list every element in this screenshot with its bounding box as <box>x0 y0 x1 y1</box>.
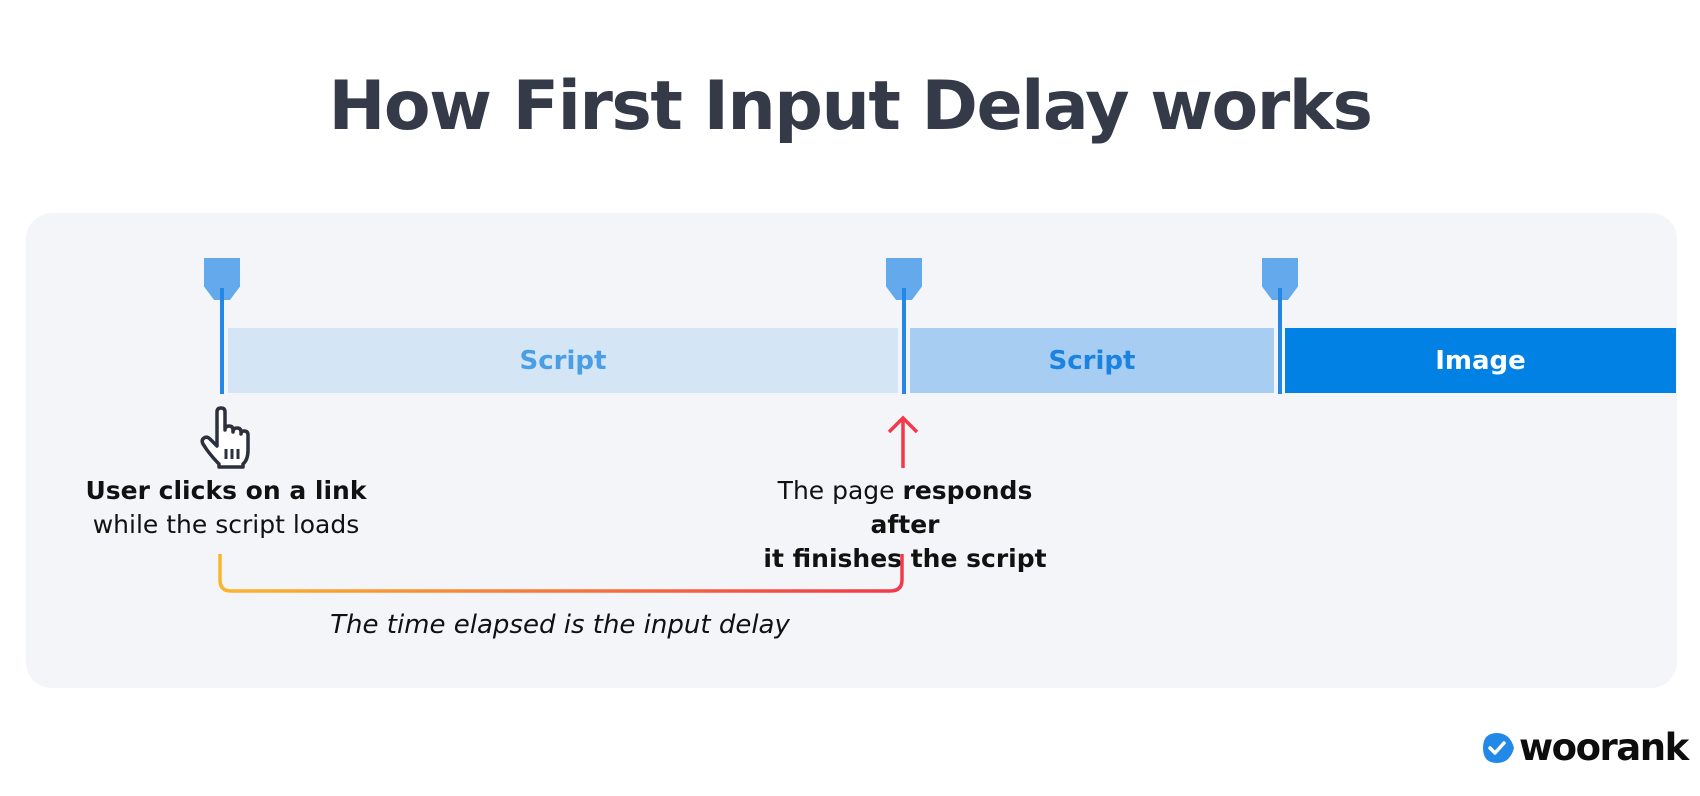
click-caption: User clicks on a link while the script l… <box>76 474 376 542</box>
marker-line <box>1278 288 1282 394</box>
script-bar-next: Script <box>910 328 1274 393</box>
response-caption-line2: it finishes the script <box>763 544 1047 573</box>
response-caption-prefix: The page <box>777 476 903 505</box>
bar-label: Script <box>519 345 607 376</box>
diagram-panel <box>26 213 1677 688</box>
bar-label: Script <box>1048 345 1136 376</box>
input-delay-bracket <box>218 554 904 593</box>
checkmark-badge-icon <box>1483 733 1514 763</box>
marker-line <box>902 288 906 394</box>
bar-label: Image <box>1435 345 1526 376</box>
arrow-up-icon <box>887 415 919 468</box>
woorank-logo: woorank <box>1480 726 1689 769</box>
timeline-marker-image <box>1262 258 1298 394</box>
click-caption-line2: while the script loads <box>92 510 360 539</box>
pointer-hand-icon <box>200 406 250 469</box>
click-caption-line1: User clicks on a link <box>85 476 367 505</box>
marker-line <box>220 288 224 394</box>
timeline-marker-response <box>886 258 922 394</box>
response-caption-bold: responds after <box>870 476 1033 539</box>
brand-name: woorank <box>1519 726 1689 769</box>
script-bar-loading: Script <box>228 328 898 393</box>
timeline-marker-click <box>204 258 240 394</box>
page-title: How First Input Delay works <box>328 67 1373 146</box>
image-bar: Image <box>1285 328 1676 393</box>
response-caption: The page responds after it finishes the … <box>740 474 1070 576</box>
input-delay-label: The time elapsed is the input delay <box>330 610 790 640</box>
